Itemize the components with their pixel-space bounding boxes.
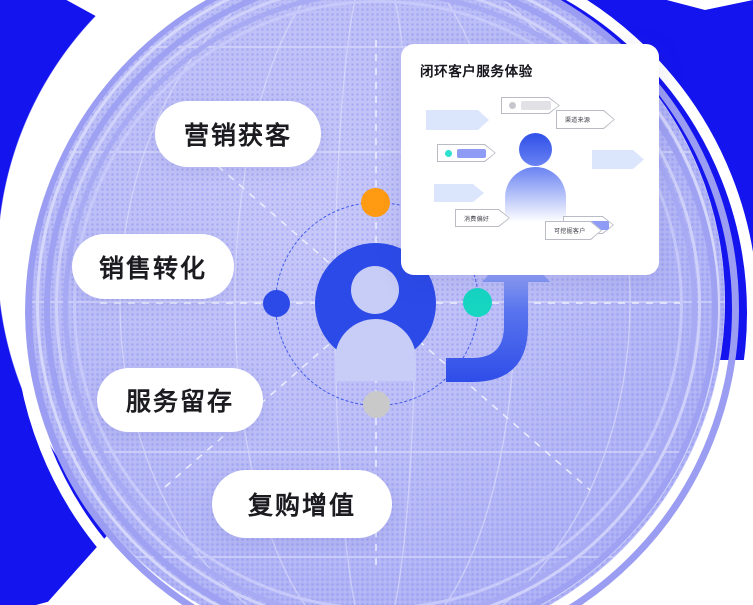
card-tag-0[interactable] [426, 110, 489, 130]
card-tag-channel-source[interactable]: 渠道来源 [556, 110, 615, 129]
card-tag-1[interactable] [501, 97, 560, 114]
tag-label: 消费偏好 [464, 216, 490, 223]
card-user-silhouette-icon [505, 133, 566, 233]
card-tag-consumption-preference[interactable]: 消费偏好 [455, 209, 510, 227]
stage-pill-service[interactable]: 服务留存 [97, 368, 263, 432]
stage-pill-marketing[interactable]: 营销获客 [155, 101, 321, 167]
orbit-dot-bottom[interactable] [363, 391, 390, 418]
orbit-dot-right[interactable] [463, 288, 492, 317]
tag-bar [521, 101, 551, 110]
avatar-head [351, 266, 399, 314]
avatar-body [335, 319, 416, 381]
tag-bar [583, 221, 609, 230]
card-tag-3[interactable] [437, 144, 496, 162]
globe-white-halo [14, 0, 753, 605]
stage-pill-sales[interactable]: 销售转化 [72, 234, 234, 299]
orbit-dot-top[interactable] [361, 188, 390, 217]
card-tag-4[interactable] [592, 150, 644, 169]
tag-label: 渠道来源 [565, 118, 591, 124]
tag-dot [445, 150, 452, 157]
orbit-dot-left[interactable] [263, 290, 290, 317]
tag-bar [457, 149, 486, 158]
card-avatar-head [519, 133, 552, 166]
curved-up-arrow-icon [446, 244, 550, 388]
stage-pill-repurchase[interactable]: 复购增值 [212, 470, 392, 538]
tag-label: 可挖掘客户 [554, 229, 586, 235]
card-title: 闭环客户服务体验 [420, 64, 533, 79]
card-tag-potential-customer[interactable]: 可挖掘客户 [545, 221, 602, 240]
card-tag-5[interactable] [434, 184, 484, 202]
card-avatar-body [505, 167, 566, 225]
tag-dot [509, 102, 516, 109]
center-customer-avatar [315, 243, 436, 381]
